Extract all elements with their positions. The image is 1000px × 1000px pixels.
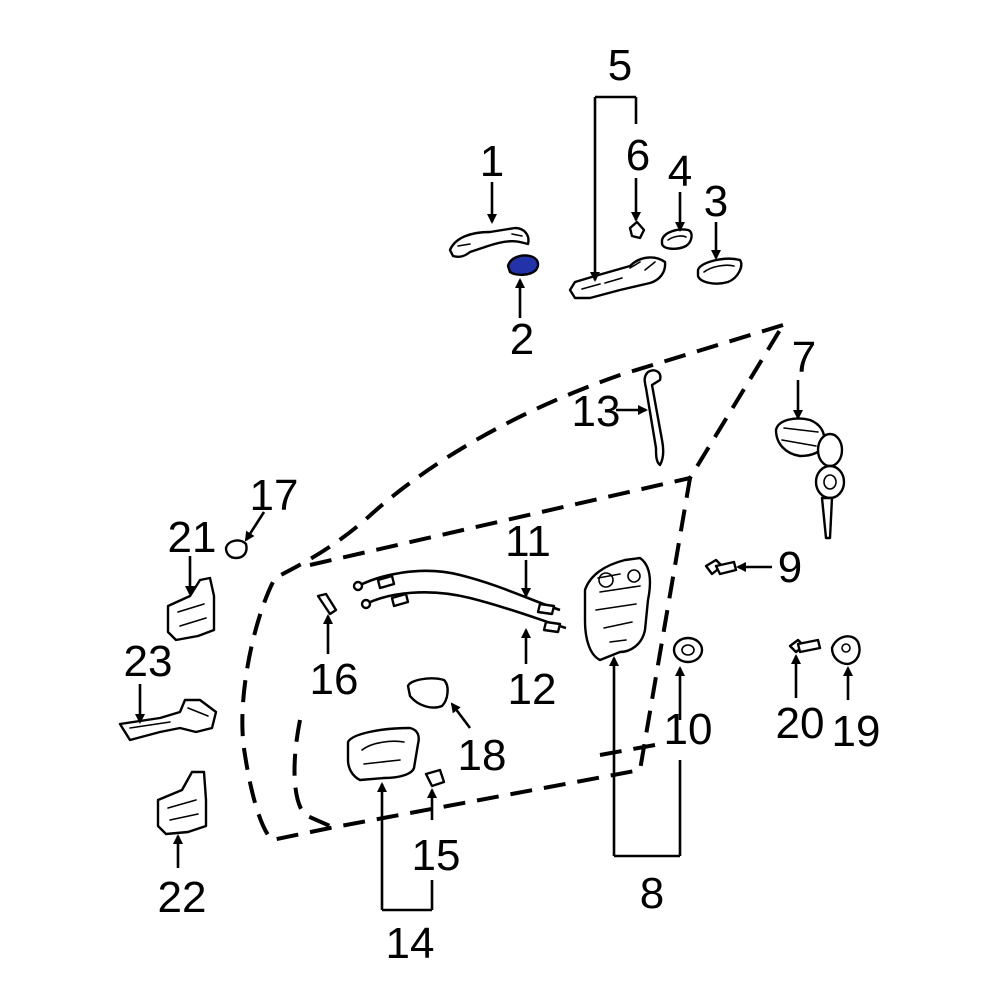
part-bezel	[406, 677, 449, 709]
part-pad	[660, 228, 693, 250]
part-clip	[628, 220, 646, 240]
callout-2: 2	[510, 315, 534, 364]
callout-18: 18	[458, 731, 507, 780]
callout-20: 20	[776, 699, 825, 748]
callout-19: 19	[832, 707, 881, 756]
part-screw-16	[316, 592, 338, 616]
part-lock-assembly	[583, 556, 652, 662]
part-grommet	[672, 636, 704, 664]
callout-4: 4	[668, 147, 692, 196]
callout-13: 13	[572, 387, 621, 436]
part-gasket	[696, 257, 743, 285]
callout-22: 22	[158, 873, 207, 922]
callout-9: 9	[778, 543, 802, 592]
callout-21: 21	[168, 513, 217, 562]
callout-23: 23	[124, 637, 173, 686]
part-cables	[352, 569, 567, 634]
door-outline	[240, 323, 785, 842]
callout-6: 6	[626, 131, 650, 180]
callout-11: 11	[505, 517, 551, 566]
part-bolt-20	[788, 638, 822, 654]
part-lower-hinge	[156, 770, 208, 836]
callout-10: 10	[664, 705, 713, 754]
part-lock-cylinder	[774, 417, 846, 540]
callout-1: 1	[480, 137, 504, 186]
part-screw-15	[424, 768, 446, 788]
callout-16: 16	[310, 655, 359, 704]
callout-7: 7	[792, 333, 816, 382]
callout-14: 14	[386, 919, 435, 968]
callout-8: 8	[640, 869, 664, 918]
callout-3: 3	[704, 177, 728, 226]
part-rod	[643, 369, 665, 467]
part-striker	[830, 635, 861, 666]
part-handle-frame	[568, 256, 667, 300]
part-handle-cap	[506, 254, 540, 276]
callout-15: 15	[412, 831, 461, 880]
part-cap-17	[224, 539, 248, 560]
part-outside-handle	[448, 226, 530, 258]
part-door-check	[118, 698, 218, 742]
part-inside-handle	[346, 726, 420, 782]
callout-12: 12	[508, 665, 557, 714]
callout-numbers: 1 2 3 4 5 6 7 8 9 10 11 12 13 14 15 16 1…	[124, 41, 881, 968]
leader-lines	[135, 95, 853, 912]
callout-17: 17	[250, 471, 299, 520]
part-bolt-9	[704, 558, 738, 576]
callout-5: 5	[608, 41, 632, 90]
part-upper-hinge	[166, 576, 216, 642]
